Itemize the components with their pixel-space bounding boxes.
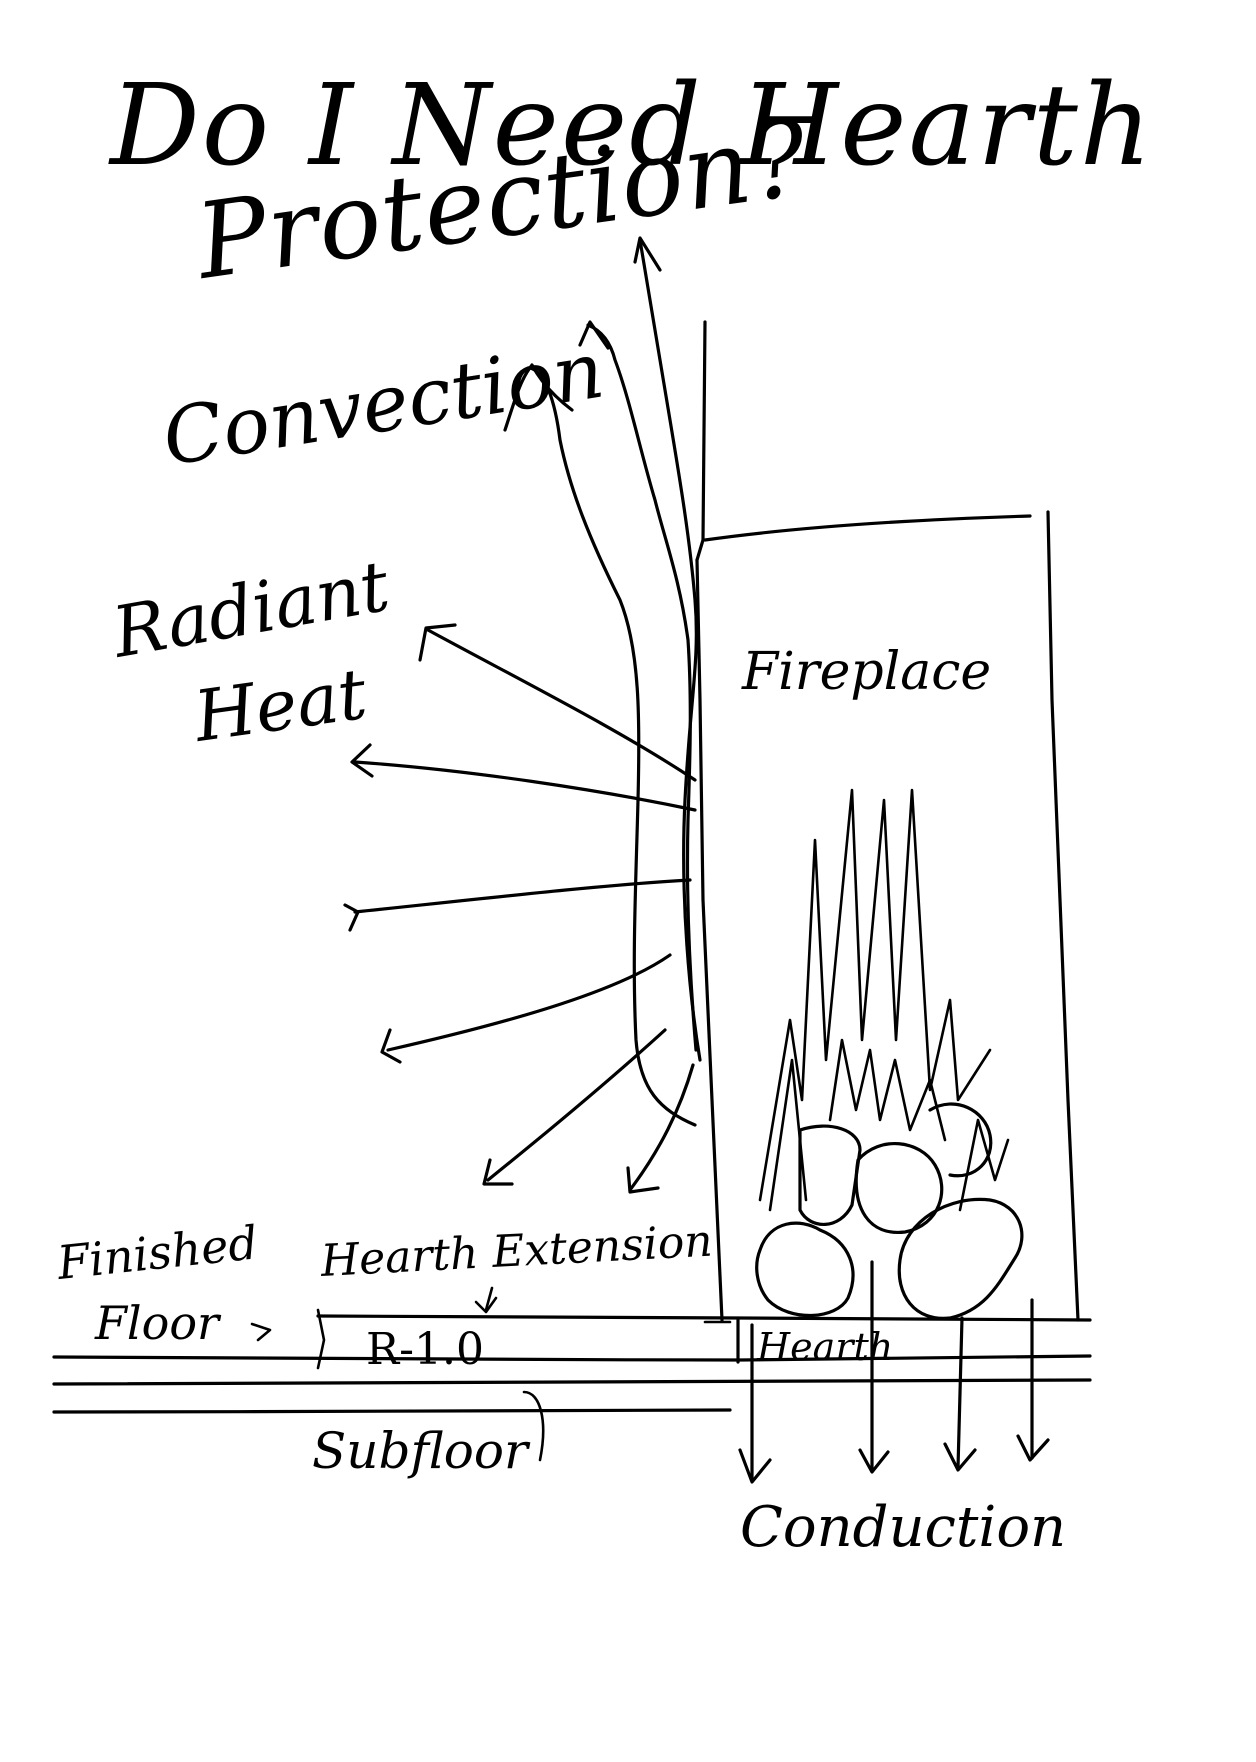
conduction-label: Conduction <box>740 1495 1067 1560</box>
fire-flames <box>758 788 1010 1212</box>
diagram-title-line1: Do I Need Hearth <box>110 61 1154 191</box>
r-value-label: R-1.0 <box>366 1324 484 1375</box>
conduction-arrows <box>738 1260 1050 1484</box>
fireplace-label: Fireplace <box>742 642 992 702</box>
hearth-protection-diagram <box>52 236 1092 1484</box>
radiant-heat-arrows <box>343 623 697 1194</box>
floor-layers <box>52 1308 1092 1414</box>
hearth-label: Hearth <box>757 1325 894 1369</box>
fireplace-box <box>695 320 1080 1322</box>
finished-floor-label-line2: Floor <box>95 1296 220 1350</box>
label-pointers <box>250 1286 545 1462</box>
convection-arrows <box>503 236 702 1127</box>
subfloor-label: Subfloor <box>312 1422 528 1480</box>
fire-logs <box>755 1102 1024 1320</box>
